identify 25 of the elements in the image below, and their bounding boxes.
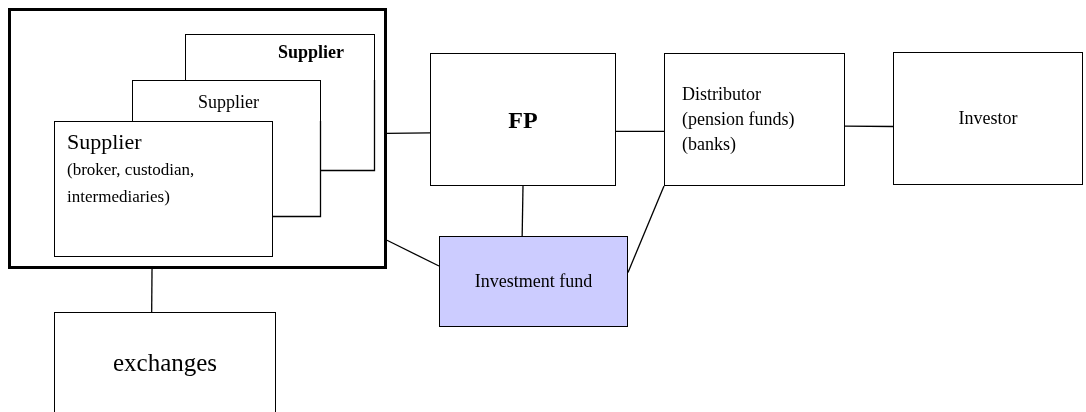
group-box	[8, 8, 387, 269]
node-label: Distributor (pension funds) (banks)	[682, 82, 796, 157]
node-label: Investment fund	[474, 270, 593, 293]
connector-line	[386, 132, 431, 134]
node-label: FP	[508, 105, 538, 135]
process-box	[54, 121, 273, 257]
process-box	[439, 236, 628, 327]
connector-line	[844, 125, 894, 128]
node-label: Supplier	[277, 41, 344, 64]
node-label: Investor	[958, 107, 1018, 130]
process-box	[430, 53, 616, 186]
connector-line	[151, 268, 153, 313]
process-box	[664, 53, 845, 186]
process-box	[132, 80, 321, 121]
connector-line	[615, 130, 665, 133]
process-box	[185, 34, 375, 80]
node-description: (broker, custodian, intermediaries)	[67, 158, 196, 208]
connector-line	[627, 185, 665, 274]
process-box	[893, 52, 1083, 185]
node-label: exchanges	[112, 347, 218, 378]
node-label: Supplier	[198, 91, 259, 114]
node-label: Supplier	[67, 128, 142, 156]
connector-line	[386, 239, 440, 267]
process-box	[54, 312, 276, 412]
connector-line	[521, 185, 524, 237]
